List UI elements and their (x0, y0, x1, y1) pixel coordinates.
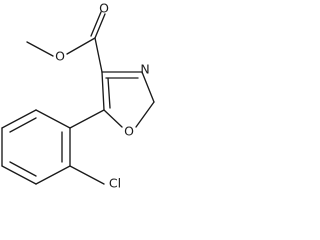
ring-c2-to-o1-bond (135, 101, 155, 128)
phenyl-inner-double-bond-top (9, 117, 37, 133)
phenyl-inner-double-bond-bottom (9, 161, 37, 177)
ring-c5-c4-inner-double-bond (107, 77, 111, 109)
oxazole-to-phenyl-bond (69, 109, 105, 129)
carbonyl-double-bond-secondary (90, 11, 102, 37)
ring-oxygen-label: O (124, 124, 134, 139)
ester-carbon-to-oxygen-bond (66, 37, 96, 55)
phenyl-bond-1 (35, 109, 71, 129)
phenyl-to-chlorine-bond (69, 165, 105, 185)
chlorine-label: Cl (109, 176, 121, 191)
ring-n3-to-c2-bond (141, 71, 155, 103)
ring-nitrogen-label: N (140, 62, 149, 77)
ring-c5-to-c4-bond (101, 71, 105, 111)
ester-oxygen-to-methyl-bond (26, 41, 54, 57)
ester-oxygen-label: O (55, 49, 65, 64)
phenyl-bond-2 (1, 109, 37, 129)
phenyl-bond-4 (1, 165, 37, 185)
molecule-structure-diagram: O O N O Cl (1, 1, 155, 191)
carbonyl-double-bond-primary (94, 13, 106, 39)
carbonyl-oxygen-label: O (99, 1, 109, 16)
ester-carbon-to-ring-bond (94, 37, 103, 73)
ring-o1-to-c5-bond (103, 109, 123, 128)
structure-canvas: O O N O Cl (0, 0, 176, 204)
phenyl-bond-5 (35, 165, 71, 185)
